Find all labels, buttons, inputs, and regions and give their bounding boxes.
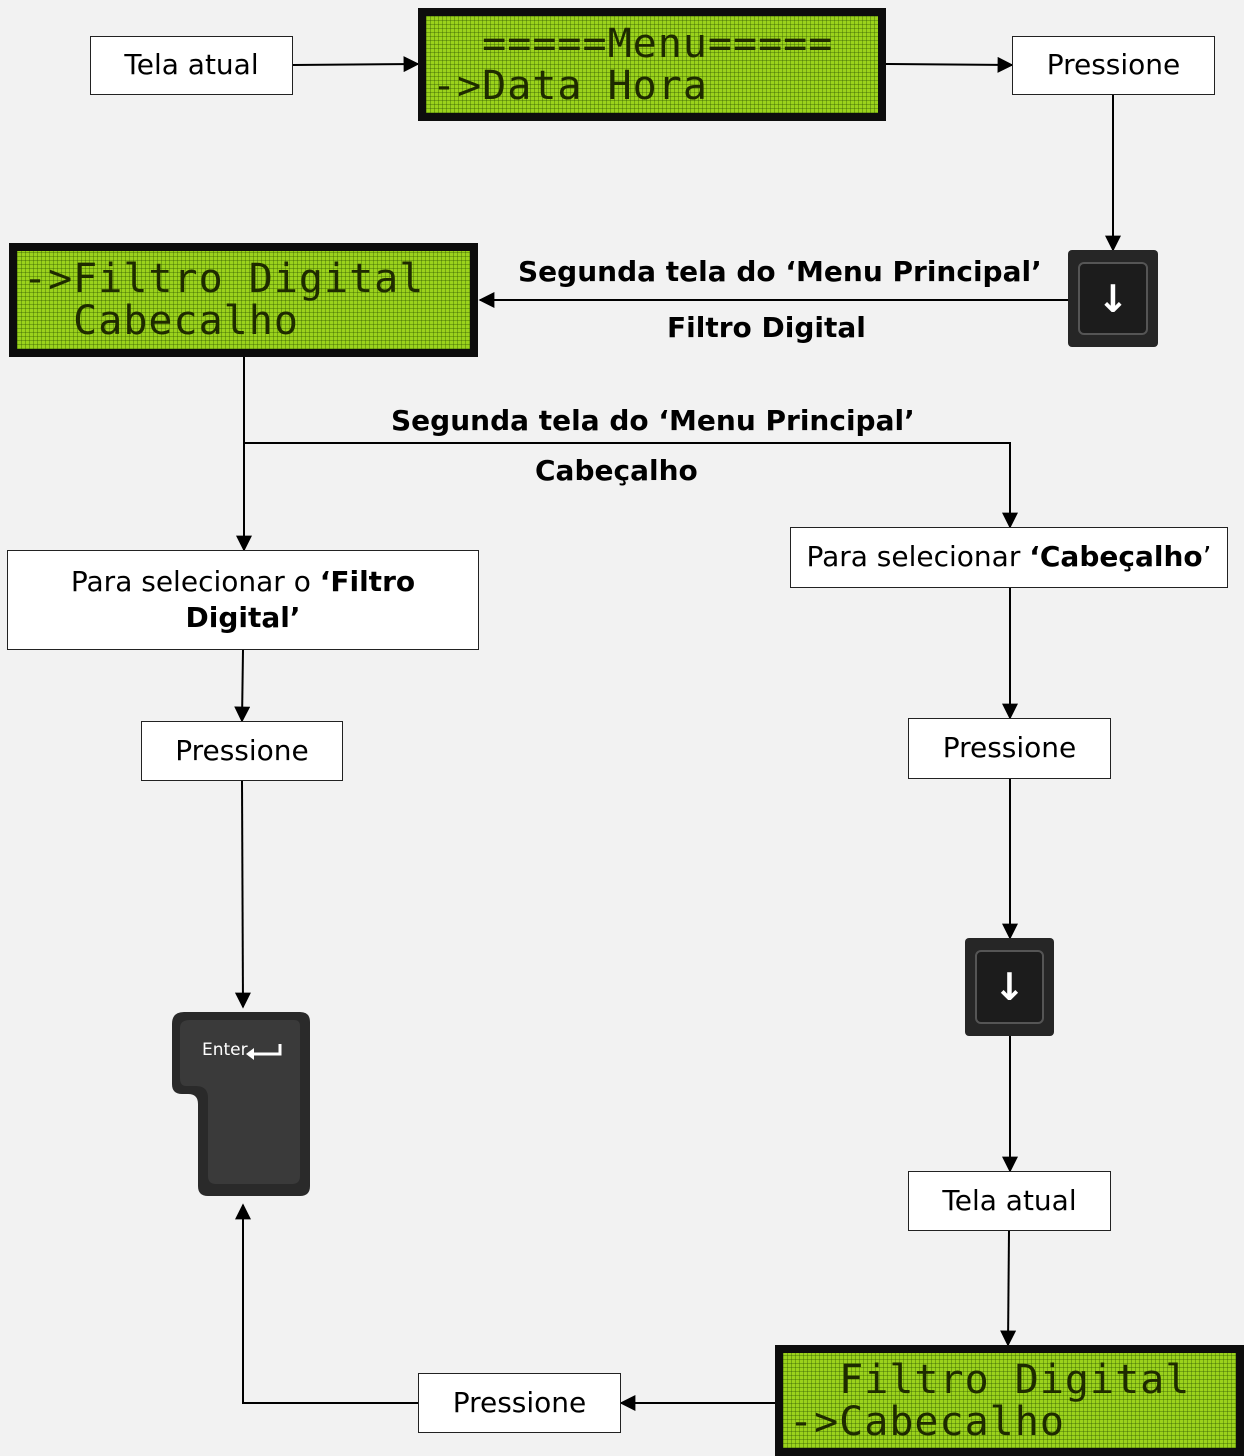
lcd-line-2: ->Cabecalho [789,1398,1065,1445]
lcd-line-1: ->Filtro Digital [23,256,425,302]
cabecalho-label: Cabeçalho [535,454,698,487]
press-box-bottom: Pressione [418,1373,621,1433]
press-label: Pressione [1046,48,1181,82]
lcd-line-1: =====Menu===== [432,20,834,67]
current-screen-box-top: Tela atual [90,36,293,95]
enter-key-label: Enter [202,1040,248,1060]
select-text-bold-2: Digital [185,601,290,634]
press-label: Pressione [452,1385,587,1419]
current-screen-box-bottom: Tela atual [908,1171,1111,1231]
enter-key-icon: Enter [170,1008,312,1198]
select-text-suffix: ’ [1202,540,1212,574]
down-arrow-key-icon: ↓ [1068,250,1158,347]
lcd-menu-data-hora: =====Menu===== ->Data Hora [418,8,886,121]
select-cabecalho-box: Para selecionar ‘Cabeçalho’ [790,527,1228,588]
press-box-top: Pressione [1012,36,1215,95]
select-text-suffix: ’ [289,601,301,634]
press-box-right: Pressione [908,718,1111,779]
down-arrow-key-icon-2: ↓ [965,938,1054,1036]
press-label: Pressione [175,733,309,767]
select-text-prefix: Para selecionar o [70,564,320,598]
lcd-line-2: ->Data Hora [432,62,708,109]
select-text-prefix: Para selecionar [806,540,1030,574]
press-label: Pressione [942,731,1077,765]
second-screen-label-1: Segunda tela do ‘Menu Principal’ [518,255,1042,288]
current-screen-label: Tela atual [124,48,259,82]
select-filtro-digital-box: Para selecionar o ‘Filtro Digital’ [7,550,479,650]
select-filtro-digital-text: Para selecionar o ‘Filtro Digital’ [71,564,415,637]
lcd-line-1: Filtro Digital [789,1356,1191,1403]
select-text-bold: ‘Cabeçalho [1029,540,1203,574]
lcd-filtro-digital-selected: ->Filtro Digital Cabecalho [9,243,478,357]
press-box-left: Pressione [141,721,343,781]
second-screen-label-2: Segunda tela do ‘Menu Principal’ [391,404,915,437]
lcd-line-2: Cabecalho [23,298,299,344]
lcd-cabecalho-selected: Filtro Digital ->Cabecalho [775,1345,1244,1456]
select-text-bold: ‘Filtro [319,564,416,598]
filtro-digital-label: Filtro Digital [667,311,866,344]
down-arrow-glyph: ↓ [1077,261,1149,336]
down-arrow-glyph: ↓ [974,949,1045,1025]
current-screen-label: Tela atual [942,1183,1077,1217]
select-cabecalho-text: Para selecionar ‘Cabeçalho’ [806,539,1211,575]
